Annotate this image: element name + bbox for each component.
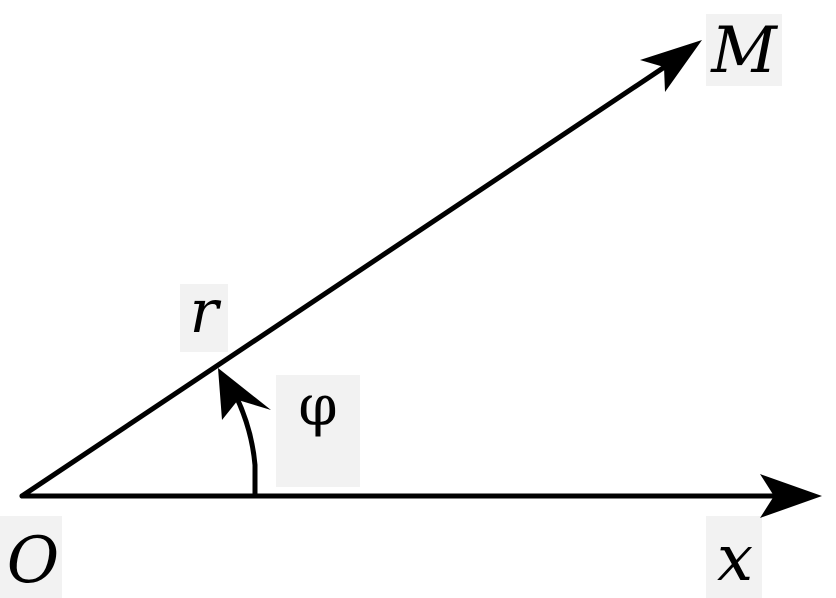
angle-arc-arrowhead <box>218 368 271 420</box>
label-bg-angle <box>276 375 360 487</box>
radius-vector-line <box>19 63 669 499</box>
x-axis-arrowhead <box>760 474 822 518</box>
point-label: M <box>710 14 778 88</box>
origin-label: O <box>7 524 59 598</box>
label-bg-origin <box>0 516 62 598</box>
label-bg-radius <box>180 284 228 352</box>
radius-label: r <box>190 277 222 347</box>
axis-label: x <box>717 522 753 596</box>
angle-label: φ <box>298 374 337 439</box>
label-bg-axis <box>706 516 762 598</box>
radius-vector-arrowhead <box>640 40 702 92</box>
angle-arc <box>233 393 258 499</box>
label-bg-point <box>706 14 782 86</box>
